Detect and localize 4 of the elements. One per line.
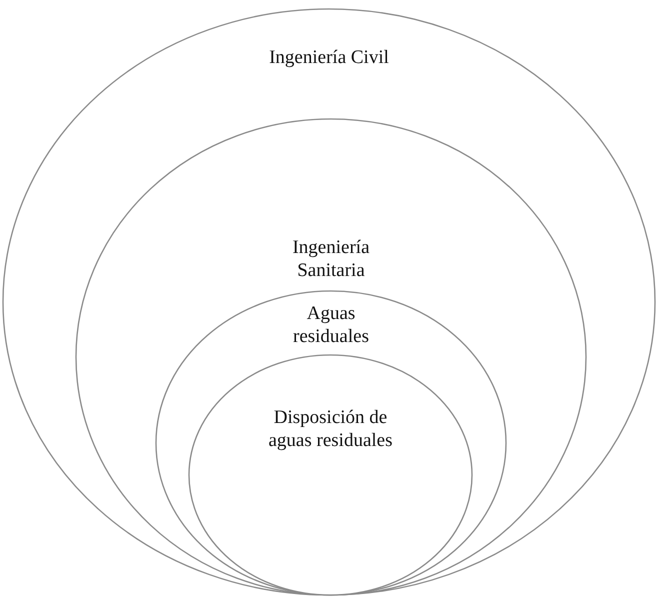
circle-label: Aguas residuales (292, 302, 370, 348)
circle-label: Disposición de aguas residuales (268, 406, 394, 452)
circle-label: Ingeniería Sanitaria (291, 236, 370, 282)
circle-label: Ingeniería Civil (268, 46, 390, 69)
